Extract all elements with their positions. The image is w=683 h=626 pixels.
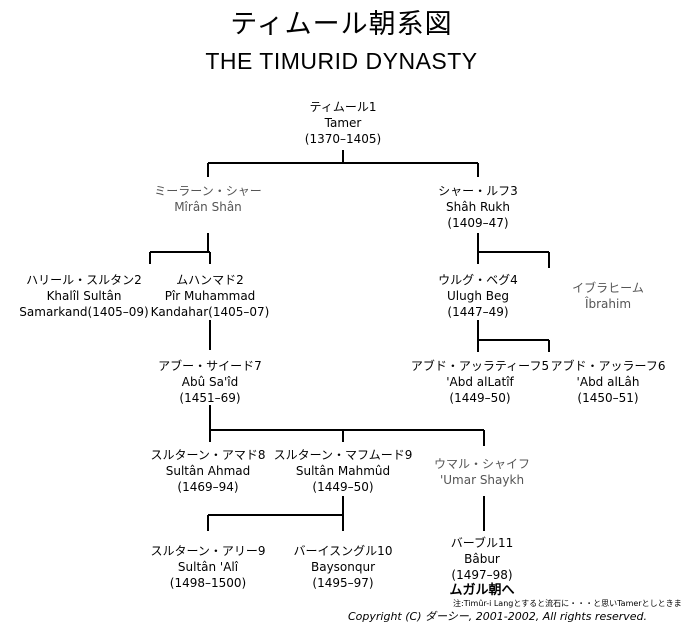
person-umar-shaykh: ウマル・シャイフ 'Umar Shaykh (434, 456, 530, 488)
name-english: Bâbur (464, 552, 500, 566)
name-english: Khalîl Sultân (46, 289, 122, 303)
name-english: Mîrân Shân (174, 200, 242, 214)
name-english: Shâh Rukh (446, 200, 510, 214)
name-japanese: スルターン・アリー9 (150, 544, 266, 558)
person-shah-rukh: シャー・ルフ3 Shâh Rukh (1409–47) (438, 183, 518, 231)
reign-years: (1449–50) (312, 480, 374, 494)
name-english: Sultân 'Alî (177, 560, 239, 574)
name-english: Ulugh Beg (446, 289, 509, 303)
name-japanese: ティムール1 (309, 100, 377, 114)
name-english: 'Abd alLâh (576, 375, 640, 389)
person-abd-al-lah: アブド・アッラーフ6 'Abd alLâh (1450–51) (551, 358, 666, 406)
person-khalil-sultan: ハリール・スルタン2 Khalîl Sultân Samarkand(1405–… (19, 272, 148, 320)
person-sultan-ahmad: スルターン・アマド8 Sultân Ahmad (1469–94) (150, 447, 265, 495)
person-abd-al-latif: アブド・アッラティーフ5 'Abd alLatîf (1449–50) (411, 358, 549, 406)
reign-years: (1447–49) (447, 305, 509, 319)
person-babur: バーブル11 Bâbur (1497–98) ムガル朝へ (449, 535, 514, 599)
name-japanese: バーブル11 (450, 536, 514, 550)
title-japanese: ティムール朝系図 (230, 9, 453, 40)
name-english: Pîr Muhammad (164, 289, 256, 303)
person-ulugh-beg: ウルグ・ベグ4 Ulugh Beg (1447–49) (438, 272, 518, 320)
person-pir-muhammad: ムハンマド2 Pîr Muhammad Kandahar(1405–07) (151, 272, 270, 320)
name-japanese: ムハンマド2 (176, 273, 244, 287)
name-english: Îbrahim (584, 297, 632, 311)
person-abu-said: アブー・サイード7 Abû Sa'îd (1451–69) (158, 358, 262, 406)
name-english: 'Umar Shaykh (439, 473, 525, 487)
name-english: Sultân Ahmad (165, 464, 251, 478)
name-japanese: イブラヒーム (572, 281, 644, 295)
name-japanese: アブド・アッラティーフ5 (410, 359, 550, 373)
name-japanese: スルターン・マフムード9 (273, 448, 413, 462)
reign-years: Kandahar(1405–07) (150, 305, 270, 319)
footnote: 注:Timûr-i Langとすると流石に・・・と思いTamerとしときました。 (453, 599, 683, 608)
reign-years: (1498–1500) (169, 576, 247, 590)
reign-years: (1451–69) (179, 391, 241, 405)
reign-years: (1370–1405) (304, 132, 382, 146)
person-sultan-mahmud: スルターン・マフムード9 Sultân Mahmûd (1449–50) (274, 447, 413, 495)
person-sultan-ali: スルターン・アリー9 Sultân 'Alî (1498–1500) (150, 543, 265, 591)
mughal-note: ムガル朝へ (449, 583, 515, 598)
reign-years: (1450–51) (577, 391, 639, 405)
name-english: Baysonqur (310, 560, 376, 574)
title-english: THE TIMURID DYNASTY (205, 48, 478, 74)
name-english: Abû Sa'îd (181, 375, 239, 389)
reign-years: (1495–97) (312, 576, 374, 590)
name-japanese: ミーラーン・シャー (154, 184, 262, 198)
person-ibrahim: イブラヒーム Îbrahim (572, 280, 644, 312)
name-japanese: スルターン・アマド8 (150, 448, 266, 462)
copyright: Copyright (C) ダーシー, 2001-2002, All right… (348, 610, 648, 623)
name-japanese: シャー・ルフ3 (438, 184, 518, 198)
reign-years: Samarkand(1405–09) (19, 305, 149, 319)
reign-years: (1409–47) (447, 216, 509, 230)
person-baysonqur: バーイスングル10 Baysonqur (1495–97) (294, 543, 393, 591)
name-japanese: ハリール・スルタン2 (26, 273, 142, 287)
name-japanese: ウルグ・ベグ4 (438, 273, 518, 287)
name-english: Tamer (324, 116, 362, 130)
person-miran-shah: ミーラーン・シャー Mîrân Shân (154, 183, 261, 215)
name-japanese: アブー・サイード7 (158, 359, 262, 373)
name-japanese: アブド・アッラーフ6 (550, 359, 666, 373)
name-japanese: ウマル・シャイフ (433, 457, 531, 471)
reign-years: (1469–94) (177, 480, 239, 494)
name-english: 'Abd alLatîf (446, 375, 514, 389)
reign-years: (1497–98) (451, 568, 513, 582)
name-japanese: バーイスングル10 (293, 544, 393, 558)
person-timur: ティムール1 Tamer (1370–1405) (305, 99, 381, 147)
name-english: Sultân Mahmûd (295, 464, 391, 478)
reign-years: (1449–50) (449, 391, 511, 405)
